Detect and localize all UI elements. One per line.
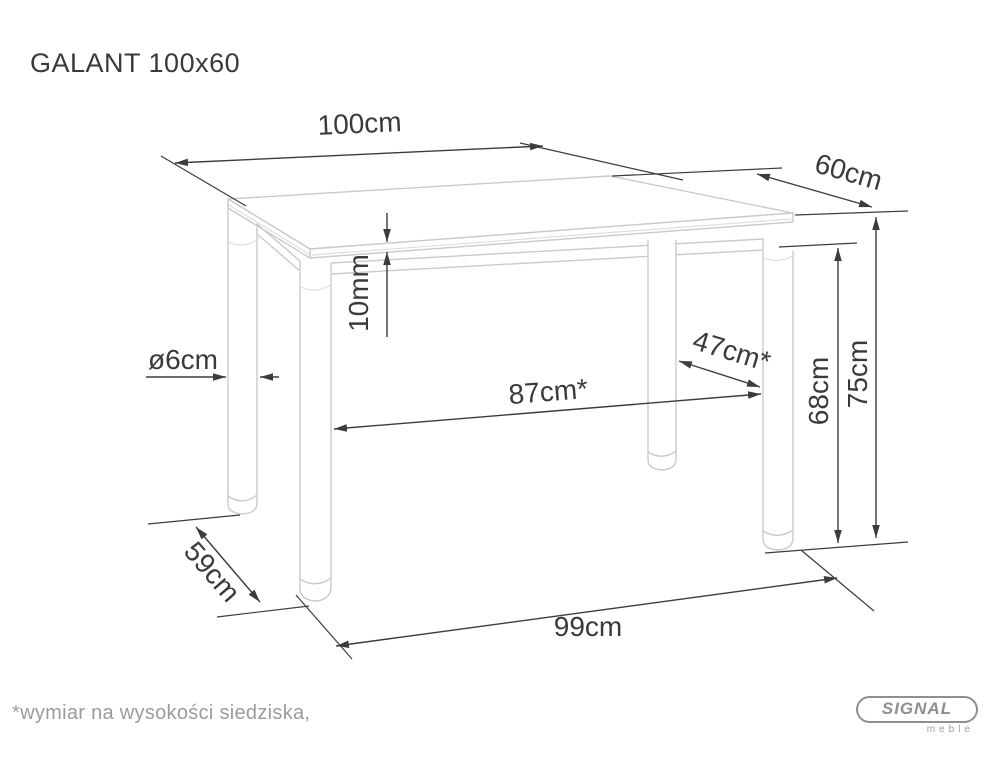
- dim-underframe-height-ext-top: [778, 242, 858, 248]
- tabletop-left-bevel: [228, 204, 310, 255]
- dim-top-length-ext-left: [160, 155, 247, 207]
- dim-inner-length-line: [333, 391, 762, 432]
- dim-inner-depth-line: [678, 360, 761, 388]
- tabletop-front-bevel: [311, 218, 792, 256]
- dim-inner-depth-label: 47cm*: [689, 324, 774, 377]
- leg-front-left: [299, 272, 332, 602]
- dim-base-length-ext-left: [295, 594, 353, 660]
- leg-front-right-collar: [761, 254, 795, 262]
- dim-underframe-height-label: 68cm: [803, 357, 834, 425]
- dim-top-depth-ext-right: [794, 210, 909, 216]
- dim-top-depth-ext-left: [611, 167, 783, 177]
- leg-front-left-foot-cap: [299, 577, 332, 585]
- leg-back-left-foot-cap: [227, 494, 258, 502]
- dim-base-length: 99cm: [295, 549, 875, 660]
- dim-total-height-label: 75cm: [842, 340, 873, 408]
- table-drawing: [226, 175, 795, 602]
- apron-front: [330, 238, 764, 275]
- dim-inner-length-label: 87cm*: [507, 373, 589, 410]
- dim-base-length-ext-right: [800, 549, 875, 612]
- footnote: *wymiar na wysokości siedziska,: [12, 702, 311, 724]
- dim-top-length-label: 100cm: [317, 106, 402, 141]
- dim-top-length-line: [174, 142, 544, 167]
- dim-total-height: 75cm: [764, 217, 909, 554]
- dim-base-depth: 59cm: [147, 514, 310, 618]
- leg-front-right-foot-cap: [762, 529, 794, 536]
- tabletop-left-face: [227, 198, 311, 259]
- dim-base-depth-ext-bottom: [216, 605, 310, 618]
- brand-logo: SIGNAL meble: [856, 696, 978, 735]
- dim-inner-length: 87cm*: [333, 373, 762, 432]
- dim-inner-depth: 47cm*: [678, 324, 774, 388]
- dim-top-thickness-label: 10mm: [343, 254, 374, 332]
- dim-top-length-ext-right: [519, 142, 684, 181]
- brand-name: SIGNAL: [881, 699, 953, 718]
- apron-left: [256, 223, 301, 272]
- dim-base-depth-ext-top: [147, 514, 241, 525]
- dim-base-length-label: 99cm: [554, 611, 622, 642]
- brand-tagline: meble: [926, 724, 974, 735]
- dim-underframe-height: 68cm: [778, 242, 858, 543]
- dim-top-depth-label: 60cm: [811, 148, 885, 197]
- dim-base-length-line: [335, 575, 838, 649]
- page-title: GALANT 100x60: [30, 48, 241, 78]
- dim-leg-diameter-label: ø6cm: [148, 344, 218, 375]
- leg-back-right-foot-cap: [647, 450, 677, 457]
- leg-front-right: [762, 251, 794, 551]
- leg-back-left-collar: [226, 238, 259, 246]
- leg-front-left-collar: [298, 283, 333, 291]
- dim-top-depth-line: [756, 173, 873, 208]
- brand-badge: SIGNAL: [856, 696, 978, 723]
- leg-back-left: [227, 209, 258, 515]
- dim-top-thickness: 10mm: [343, 213, 391, 337]
- leg-back-right: [647, 240, 677, 471]
- dim-total-height-ext-bottom: [764, 541, 909, 554]
- dim-leg-diameter: ø6cm: [146, 344, 279, 381]
- dim-base-depth-line: [195, 526, 261, 603]
